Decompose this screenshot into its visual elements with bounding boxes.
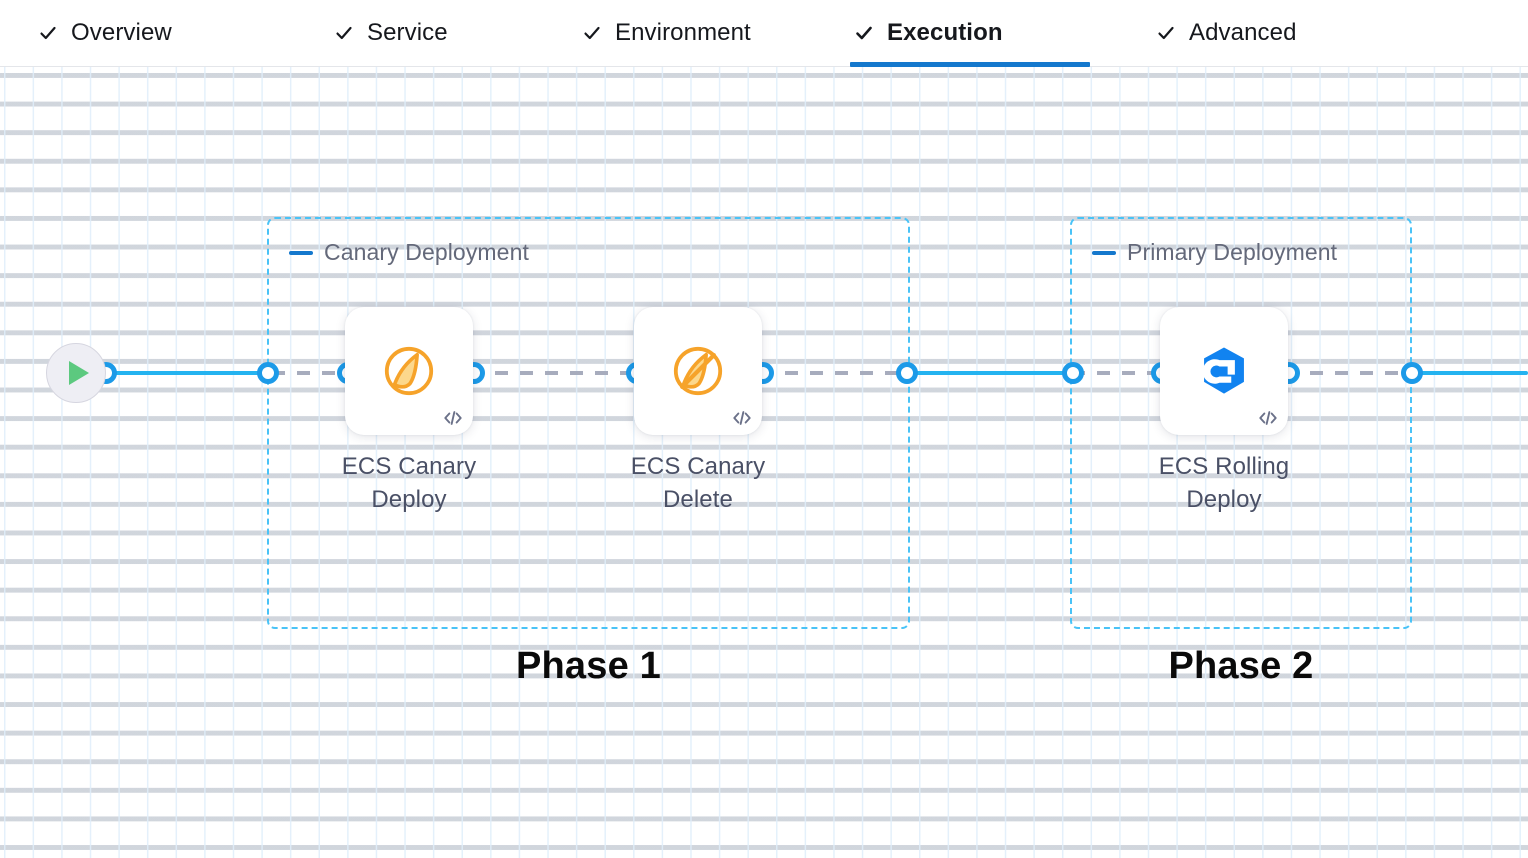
edge-rolling-to-primary-exit (1285, 371, 1417, 375)
port-primary-input[interactable] (1062, 362, 1084, 384)
ecs-canary-delete-icon (669, 342, 727, 400)
minus-icon[interactable] (289, 250, 313, 255)
check-icon (38, 23, 58, 43)
ecs-rolling-deploy-icon (1195, 342, 1253, 400)
group-header: Canary Deployment (289, 241, 529, 264)
step-card[interactable] (634, 307, 762, 435)
check-icon (1156, 23, 1176, 43)
start-node[interactable] (46, 343, 106, 403)
edge-canary-entry-to-deploy (272, 371, 354, 375)
step-label: ECS Rolling Deploy (1158, 453, 1290, 513)
tab-active-underline (850, 62, 1090, 67)
edge-delete-to-canary-exit (760, 371, 912, 375)
edge-primary-entry-to-rolling (1072, 371, 1168, 375)
tab-overview[interactable]: Overview (34, 0, 230, 66)
check-icon (854, 23, 874, 43)
tab-environment[interactable]: Environment (578, 0, 818, 66)
pipeline-canvas[interactable]: Canary Deployment Primary Deployment (0, 67, 1528, 858)
play-icon (68, 361, 89, 385)
port-canary-output[interactable] (896, 362, 918, 384)
tab-label: Overview (71, 19, 172, 46)
tab-advanced[interactable]: Advanced (1152, 0, 1348, 66)
edge-deploy-to-delete (470, 371, 645, 375)
step-label: ECS Canary Deploy (341, 453, 477, 513)
port-primary-output[interactable] (1401, 362, 1423, 384)
code-badge-icon[interactable] (442, 408, 464, 428)
code-badge-icon[interactable] (1257, 408, 1279, 428)
step-card[interactable] (345, 307, 473, 435)
tab-label: Advanced (1189, 19, 1297, 46)
check-icon (334, 23, 354, 43)
step-ecs-rolling-deploy[interactable]: ECS Rolling Deploy (1159, 307, 1289, 516)
phase-label-2: Phase 2 (1168, 645, 1314, 687)
tab-label: Service (367, 19, 448, 46)
edge-start-to-canary (106, 371, 272, 375)
group-canary-deployment[interactable]: Canary Deployment (267, 217, 910, 629)
edge-primary-to-next (1411, 371, 1528, 375)
step-ecs-canary-deploy[interactable]: ECS Canary Deploy (342, 307, 476, 516)
wizard-tab-bar: Overview Service Environment Execution (0, 0, 1528, 67)
tab-service[interactable]: Service (330, 0, 492, 66)
port-canary-input[interactable] (257, 362, 279, 384)
step-label: ECS Canary Delete (630, 453, 766, 513)
tab-label: Execution (887, 19, 1003, 46)
group-title: Primary Deployment (1127, 239, 1338, 265)
edge-canary-to-primary (906, 371, 1076, 375)
tab-label: Environment (615, 19, 751, 46)
phase-label-1: Phase 1 (515, 645, 662, 687)
group-header: Primary Deployment (1092, 241, 1337, 264)
group-primary-deployment[interactable]: Primary Deployment (1070, 217, 1412, 629)
group-title: Canary Deployment (324, 239, 529, 265)
check-icon (582, 23, 602, 43)
tab-execution[interactable]: Execution (850, 0, 1090, 67)
code-badge-icon[interactable] (731, 408, 753, 428)
ecs-canary-deploy-icon (380, 342, 438, 400)
step-card[interactable] (1160, 307, 1288, 435)
minus-icon[interactable] (1092, 250, 1116, 255)
step-ecs-canary-delete[interactable]: ECS Canary Delete (631, 307, 765, 516)
